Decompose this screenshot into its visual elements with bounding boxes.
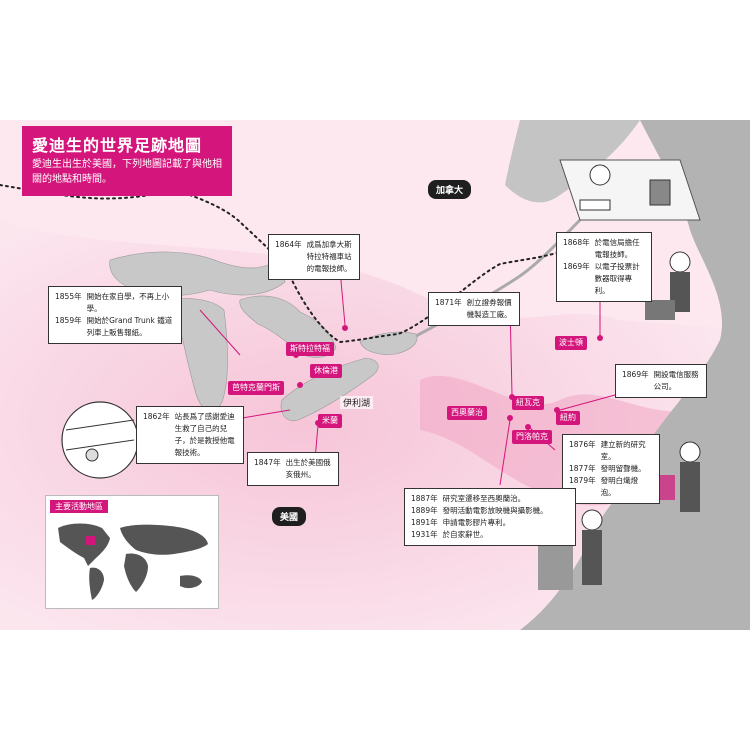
place-newark: 紐瓦克 <box>512 396 544 410</box>
annotation-1862: 1862年站長爲了感謝愛迪生救了自己的兒子，於是教授他電報技術。 <box>136 406 244 464</box>
year: 1889年 <box>411 506 438 515</box>
event: 以電子投票計數器取得專利。 <box>594 262 640 295</box>
edison-desk-illustration <box>559 159 701 221</box>
inset-world-map: 主要活動地區 <box>45 495 219 609</box>
annotation-1876: 1876年建立新的研究室。 1877年發明留聲機。 1879年發明白熾燈泡。 <box>562 434 660 504</box>
year: 1876年 <box>569 440 596 449</box>
annotation-1847: 1847年出生於美國俄亥俄州。 <box>247 452 339 486</box>
event: 開始在家自學，不再上小學。 <box>86 292 170 313</box>
year: 1862年 <box>143 412 170 421</box>
year: 1869年 <box>563 262 590 271</box>
place-boston: 波士頓 <box>555 336 587 350</box>
inset-map-title: 主要活動地區 <box>50 500 108 513</box>
place-port-huron: 休倫港 <box>310 364 342 378</box>
continent-north-america <box>58 523 110 566</box>
annotation-1855: 1855年開始在家自學，不再上小學。 1859年開始於Grand Trunk 鐵… <box>48 286 182 344</box>
continent-africa <box>124 553 148 592</box>
continent-australia <box>180 575 202 589</box>
country-label-usa: 美國 <box>272 507 307 526</box>
annotation-1864: 1864年成爲加拿大斯特拉特福車站的電報技師。 <box>268 234 360 280</box>
event: 研究室遷移至西奧蘭治。 <box>442 494 526 503</box>
country-label-canada: 加拿大 <box>428 180 472 199</box>
year: 1855年 <box>55 292 82 301</box>
title-box: 愛迪生的世界足跡地圖 愛迪生出生於美國，下列地圖記載了與他相關的地點和時間。 <box>22 126 232 196</box>
event: 站長爲了感謝愛迪生救了自己的兒子，於是教授他電報技術。 <box>174 412 235 457</box>
year: 1871年 <box>435 298 462 307</box>
place-milan: 米蘭 <box>318 414 342 428</box>
annotation-1868: 1868年於電信局擔任電報技師。 1869年以電子投票計數器取得專利。 <box>556 232 652 302</box>
event: 建立新的研究室。 <box>600 440 646 461</box>
page-title: 愛迪生的世界足跡地圖 <box>32 136 203 155</box>
place-west-orange: 西奧蘭治 <box>447 406 487 420</box>
place-stratford: 斯特拉特福 <box>286 342 334 356</box>
event: 開始於Grand Trunk 鐵道列車上販售報紙。 <box>86 316 173 337</box>
place-fort-gratiot: 芭特克蘭門斯 <box>228 381 284 395</box>
edison-portrait-1868 <box>645 251 691 320</box>
year: 1887年 <box>411 494 438 503</box>
event: 於電信局擔任電報技師。 <box>594 238 640 259</box>
event: 開設電信服務公司。 <box>653 370 699 391</box>
page-subtitle: 愛迪生出生於美國，下列地圖記載了與他相關的地點和時間。 <box>32 159 222 185</box>
year: 1879年 <box>569 476 596 485</box>
year: 1931年 <box>411 530 438 539</box>
year: 1869年 <box>622 370 649 379</box>
event: 發明活動電影放映機與攝影機。 <box>442 506 548 515</box>
place-menlo-park: 門洛帕克 <box>512 430 552 444</box>
year: 1891年 <box>411 518 438 527</box>
year: 1868年 <box>563 238 590 247</box>
event: 出生於美國俄亥俄州。 <box>285 458 331 479</box>
year: 1864年 <box>275 240 302 249</box>
place-new-york: 紐約 <box>556 411 580 425</box>
lake-label-erie: 伊利湖 <box>340 396 374 409</box>
boy-rescue-illustration <box>61 401 139 479</box>
event: 於自家辭世。 <box>442 530 488 539</box>
year: 1847年 <box>254 458 281 467</box>
event: 發明白熾燈泡。 <box>600 476 639 497</box>
continent-eurasia <box>120 524 208 555</box>
annotation-1871: 1871年創立證券報價機製造工廠。 <box>428 292 520 326</box>
event: 申請電影膠片專利。 <box>442 518 511 527</box>
edison-portrait-1887 <box>538 509 603 590</box>
year: 1877年 <box>569 464 596 473</box>
annotation-1887: 1887年研究室遷移至西奧蘭治。 1889年發明活動電影放映機與攝影機。 189… <box>404 488 576 546</box>
continent-south-america <box>89 567 104 600</box>
year: 1859年 <box>55 316 82 325</box>
highlight-main-area <box>86 536 95 545</box>
event: 成爲加拿大斯特拉特福車站的電報技師。 <box>306 240 352 273</box>
world-map <box>50 514 214 602</box>
annotation-1869: 1869年開設電信服務公司。 <box>615 364 707 398</box>
lake-michigan <box>171 298 228 412</box>
event: 創立證券報價機製造工廠。 <box>466 298 512 319</box>
event: 發明留聲機。 <box>600 464 646 473</box>
lake-ontario <box>359 331 418 355</box>
